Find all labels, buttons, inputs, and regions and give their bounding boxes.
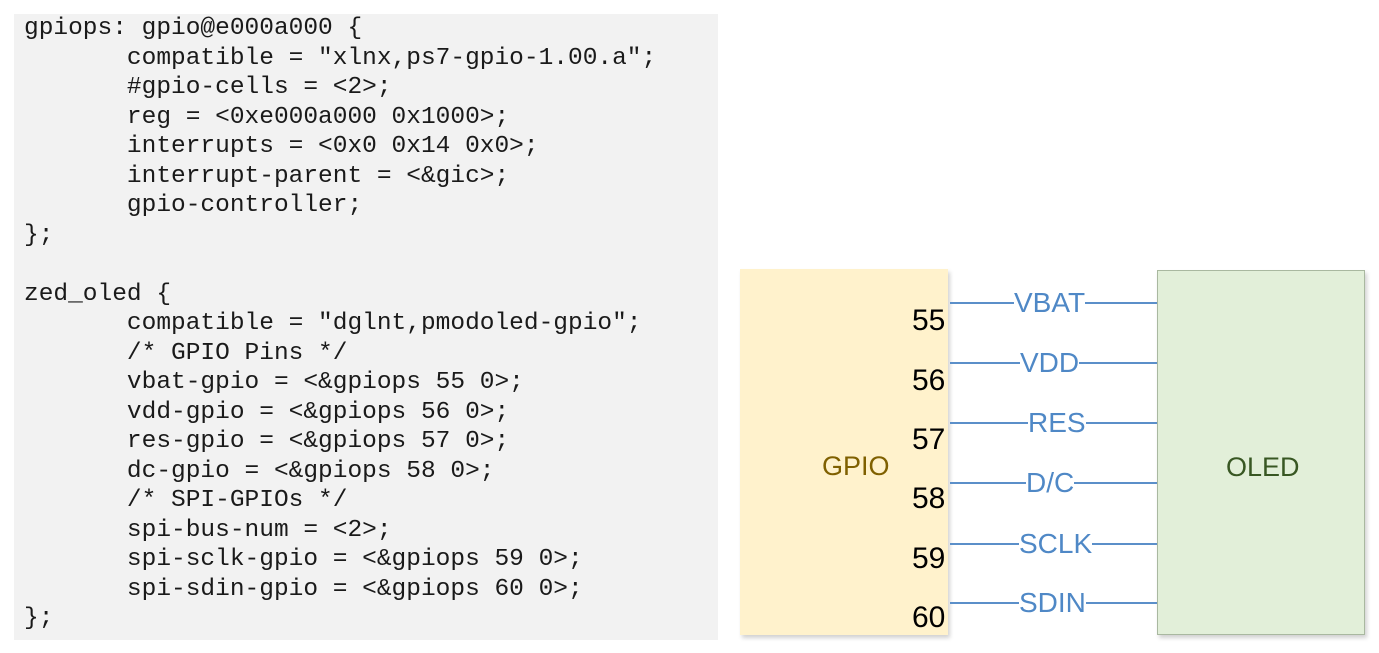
pin-number: 56	[912, 364, 946, 397]
code-line: #gpio-cells = <2>;	[24, 74, 392, 101]
code-line: /* GPIO Pins */	[24, 340, 348, 367]
pin-number: 57	[912, 423, 946, 456]
code-line: res-gpio = <&gpiops 57 0>;	[24, 428, 510, 455]
code-line: gpiops: gpio@e000a000 {	[24, 15, 363, 42]
code-line: /* SPI-GPIOs */	[24, 487, 348, 514]
signal-label-sdin: SDIN	[1019, 587, 1086, 618]
oled-block: OLED	[1157, 270, 1365, 635]
pin-number: 60	[912, 601, 946, 634]
signal-label-dc: D/C	[1026, 467, 1075, 498]
pin-number: 55	[912, 304, 946, 337]
oled-label: OLED	[1226, 452, 1300, 482]
code-line: dc-gpio = <&gpiops 58 0>;	[24, 458, 495, 485]
code-line: interrupts = <0x0 0x14 0x0>;	[24, 133, 539, 160]
code-line: interrupt-parent = <&gic>;	[24, 163, 510, 190]
signal-label-sclk: SCLK	[1019, 528, 1093, 559]
code-line: reg = <0xe000a000 0x1000>;	[24, 104, 510, 131]
code-line: spi-bus-num = <2>;	[24, 517, 392, 544]
code-line: compatible = "xlnx,ps7-gpio-1.00.a";	[24, 45, 657, 72]
gpio-block: GPIO 55 56 57 58 59 60	[740, 269, 948, 635]
signal-label-vbat: VBAT	[1014, 287, 1086, 318]
code-line: vbat-gpio = <&gpiops 55 0>;	[24, 369, 524, 396]
code-line: spi-sdin-gpio = <&gpiops 60 0>;	[24, 576, 583, 603]
device-tree-code-panel: gpiops: gpio@e000a000 { compatible = "xl…	[14, 14, 718, 640]
code-line: };	[24, 222, 54, 249]
code-line: zed_oled {	[24, 281, 172, 308]
gpio-label: GPIO	[822, 451, 890, 481]
code-line: gpio-controller;	[24, 192, 363, 219]
gpio-oled-diagram: GPIO 55 56 57 58 59 60 OLED VBAT VDD RES…	[730, 255, 1379, 653]
code-line: spi-sclk-gpio = <&gpiops 59 0>;	[24, 546, 583, 573]
pin-number: 58	[912, 482, 946, 515]
code-line: vdd-gpio = <&gpiops 56 0>;	[24, 399, 510, 426]
code-line: };	[24, 605, 54, 632]
signal-label-res: RES	[1028, 407, 1086, 438]
signal-label-vdd: VDD	[1020, 347, 1080, 378]
pin-number: 59	[912, 542, 946, 575]
code-line: compatible = "dglnt,pmodoled-gpio";	[24, 310, 642, 337]
